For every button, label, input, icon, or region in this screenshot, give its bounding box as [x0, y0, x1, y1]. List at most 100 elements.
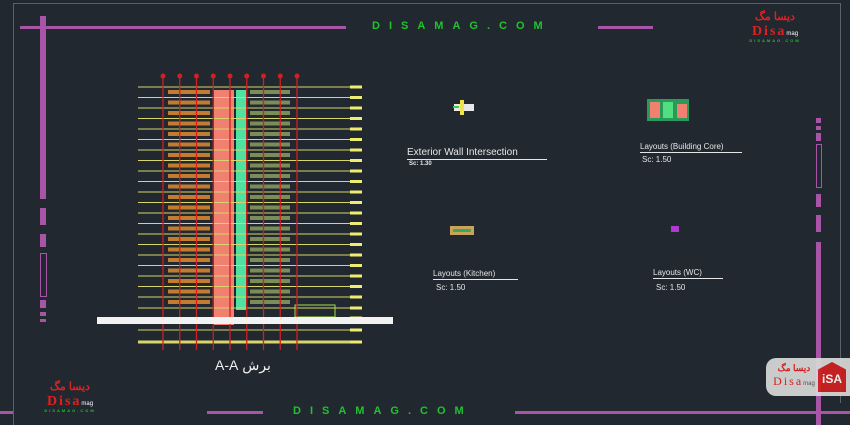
logo-small: mag — [786, 31, 799, 37]
house-logo-icon: iSA — [818, 362, 846, 392]
frame-left-dash — [40, 234, 46, 247]
frame-left-dash — [40, 208, 46, 225]
floor-furniture — [168, 195, 210, 199]
floor-furniture — [250, 195, 290, 199]
floor-furniture — [250, 153, 290, 157]
floor-furniture — [250, 300, 290, 304]
viewport-border-right — [840, 3, 841, 403]
floor-furniture — [168, 205, 210, 210]
grid-axis-bubble — [277, 73, 283, 79]
floor-furniture — [168, 132, 210, 136]
frame-right-dash — [816, 126, 821, 130]
floor-furniture — [250, 247, 290, 252]
frame-bottom-right — [515, 411, 850, 414]
frame-right-dash — [816, 133, 821, 141]
logo-fa: دیسا مگ — [755, 11, 795, 23]
floor-furniture — [250, 184, 290, 189]
level-marker — [350, 180, 362, 183]
floor-furniture — [250, 205, 290, 210]
site-watermark-bottom: DISAMAG.COM — [293, 405, 473, 417]
level-marker — [350, 306, 362, 310]
floor-furniture — [250, 121, 290, 126]
floor-furniture — [168, 226, 210, 231]
detail-title: Exterior Wall Intersection — [407, 147, 547, 160]
detail-scale: Sc: 1.30 — [409, 161, 432, 167]
level-marker — [350, 138, 362, 141]
level-marker — [350, 106, 362, 110]
badge-en: Disa — [773, 374, 804, 388]
floor-furniture — [168, 142, 210, 147]
floor-furniture — [168, 90, 210, 94]
grid-axis-bubble — [177, 73, 183, 79]
floor-furniture — [250, 216, 290, 220]
kitchen-detail-thumbnail — [450, 226, 474, 235]
level-marker — [350, 328, 362, 332]
wc-detail-thumbnail — [671, 226, 679, 232]
floor-furniture — [250, 132, 290, 136]
logo-en: Disa — [751, 24, 787, 39]
floor-furniture — [250, 111, 290, 115]
level-marker — [350, 169, 362, 173]
frame-left-dash — [40, 319, 46, 322]
floor-furniture — [250, 174, 290, 178]
section-title: برش A-A — [215, 357, 271, 373]
detail-scale: Sc: 1.50 — [656, 283, 686, 292]
frame-top-left — [20, 26, 346, 29]
level-marker — [350, 222, 362, 225]
level-marker — [350, 159, 362, 162]
level-marker — [350, 211, 362, 215]
floor-furniture — [168, 268, 210, 273]
frame-right-dash — [816, 215, 821, 232]
level-marker — [350, 201, 362, 204]
floor-furniture — [168, 216, 210, 220]
detail-title: Layouts (WC) — [653, 268, 723, 279]
level-marker — [350, 274, 362, 278]
floor-furniture — [250, 268, 290, 273]
logo-en: Disa — [46, 394, 82, 409]
level-marker — [350, 148, 362, 152]
level-marker — [350, 117, 362, 120]
frame-right-dash — [816, 118, 821, 123]
level-marker — [350, 232, 362, 236]
frame-left-marker — [40, 253, 47, 297]
floor-furniture — [250, 163, 290, 168]
level-marker — [350, 190, 362, 194]
floor-furniture — [168, 184, 210, 189]
level-marker — [350, 285, 362, 288]
grid-axis-bubble — [244, 73, 250, 79]
frame-left-dash — [40, 312, 46, 316]
logo-fa: دیسا مگ — [50, 381, 90, 393]
level-marker — [350, 85, 362, 89]
landscape — [294, 304, 336, 318]
floor-furniture — [168, 279, 210, 283]
floor-furniture — [168, 258, 210, 262]
grid-axis-bubble — [210, 73, 216, 79]
floor-furniture — [250, 100, 290, 105]
frame-top-right — [598, 26, 653, 29]
level-marker — [350, 243, 362, 246]
disamag-logo-top: دیسا مگ Disamag DISAMAG.COM — [745, 12, 805, 43]
site-watermark-top: DISAMAG.COM — [372, 20, 552, 32]
logo-url: DISAMAG.COM — [749, 38, 801, 43]
detail-scale: Sc: 1.50 — [642, 155, 672, 164]
floor-furniture — [250, 258, 290, 262]
floor-furniture — [250, 279, 290, 283]
elevator-core — [236, 90, 246, 310]
floor-furniture — [168, 121, 210, 126]
ground-line — [97, 317, 393, 324]
frame-left-dash — [40, 300, 46, 308]
floor-furniture — [250, 142, 290, 147]
disamag-badge[interactable]: دیسا مگ Disamag iSA — [766, 358, 850, 396]
viewport-border-left — [13, 3, 14, 425]
logo-small: mag — [81, 401, 94, 407]
wall-detail-thumbnail — [453, 100, 474, 115]
frame-bottom-edge — [0, 411, 13, 414]
grid-axis-bubble — [227, 73, 233, 79]
floor-furniture — [168, 163, 210, 168]
stair-core — [214, 90, 234, 325]
floor-furniture — [250, 90, 290, 94]
floor-furniture — [168, 247, 210, 252]
floor-furniture — [168, 153, 210, 157]
floor-furniture — [168, 174, 210, 178]
